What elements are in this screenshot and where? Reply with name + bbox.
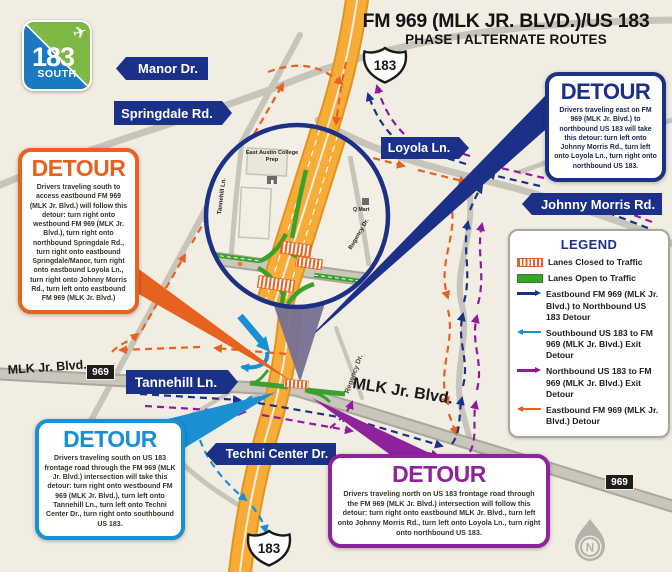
fm969-marker-west: 969 — [86, 364, 115, 380]
road-label-springdale: Springdale Rd. — [114, 101, 232, 125]
mlk-east-street-text: MLK Jr. Blvd. — [351, 375, 454, 408]
svg-text:N: N — [586, 541, 595, 555]
detour-heading: DETOUR — [63, 426, 157, 452]
inset-school-label: East Austin College Prep — [245, 150, 299, 163]
legend-item-southbound-exit: Southbound US 183 to FM 969 (MLK Jr. Blv… — [517, 328, 661, 362]
inset-locator-pointer — [272, 300, 326, 382]
detour-box-northbound-exit: DETOUR Drivers traveling north on US 183… — [328, 454, 550, 549]
map-title: FM 969 (MLK JR. BLVD.)/US 183 PHASE I AL… — [350, 10, 662, 48]
detour-box-southbound-exit: DETOUR Drivers traveling south on US 183… — [35, 419, 185, 541]
legend: LEGEND Lanes Closed to Traffic Lanes Ope… — [508, 229, 670, 439]
inset-store-label: Q Mart — [353, 207, 370, 213]
road-label-techni-center: Techni Center Dr. — [206, 443, 336, 465]
detour-box-east-to-northbound: DETOUR Drivers traveling east on FM 969 … — [545, 72, 666, 182]
lanes-open-swatch — [517, 274, 543, 284]
arrow-left-orange-icon — [517, 405, 541, 412]
arrow-right-navy-icon — [517, 290, 541, 297]
detour-box-southbound-access: DETOUR Drivers traveling south to access… — [18, 148, 139, 315]
toll-logo-direction: SOUTH — [37, 68, 77, 80]
lightblue-turn-arrows — [237, 313, 270, 373]
toll-183-logo: ✈ 183 SOUTH — [22, 20, 92, 91]
legend-item-northbound-exit: Northbound US 183 to FM 969 (MLK Jr. Blv… — [517, 366, 661, 400]
mlk-west-street-text: MLK Jr. Blvd. — [7, 358, 87, 377]
detour-body: Drivers traveling south to access eastbo… — [29, 184, 128, 303]
title-line-1: FM 969 (MLK JR. BLVD.)/US 183 — [362, 10, 650, 32]
road-label-manor: Manor Dr. — [116, 57, 208, 80]
orange-detour-route — [111, 61, 468, 436]
road-label-tannehill: Tannehill Ln. — [126, 370, 238, 394]
legend-item-lanes-open: Lanes Open to Traffic — [517, 273, 661, 284]
legend-item-eastbound-detour: Eastbound FM 969 (MLK Jr. Blvd.) Detour — [517, 405, 661, 427]
detour-body: Drivers traveling south on US 183 fronta… — [44, 455, 176, 528]
road-label-johnny-morris: Johnny Morris Rd. — [522, 193, 662, 215]
us183-shield-north: 183 — [362, 46, 408, 84]
detour-heading: DETOUR — [392, 461, 486, 487]
svg-text:183: 183 — [374, 58, 397, 73]
us183-shield-south: 183 — [246, 529, 292, 567]
detour-heading: DETOUR — [31, 155, 126, 181]
detour-body: Drivers traveling north on US 183 fronta… — [337, 489, 541, 537]
title-line-2: PHASE I ALTERNATE ROUTES — [405, 32, 607, 48]
detour-heading: DETOUR — [560, 79, 651, 104]
navy-detour-route — [139, 92, 649, 449]
store-building-icon — [362, 198, 369, 205]
inset-circle — [203, 122, 391, 310]
toll-logo-number: 183 — [31, 42, 75, 72]
arrow-right-purple-icon — [517, 367, 541, 374]
legend-title: LEGEND — [560, 237, 618, 252]
legend-item-eastbound-to-northbound: Eastbound FM 969 (MLK Jr. Blvd.) to Nort… — [517, 289, 661, 323]
fm969-marker-east: 969 — [605, 474, 634, 490]
intersection-lanes — [249, 369, 346, 404]
north-compass-icon: N — [575, 519, 605, 561]
svg-text:183: 183 — [258, 541, 281, 556]
detour-body: Drivers traveling east on FM 969 (MLK Jr… — [554, 107, 657, 170]
arrow-left-lightblue-icon — [517, 328, 541, 335]
lanes-closed-swatch — [517, 258, 543, 267]
legend-item-lanes-closed: Lanes Closed to Traffic — [517, 257, 661, 268]
road-label-loyola: Loyola Ln. — [381, 137, 469, 159]
